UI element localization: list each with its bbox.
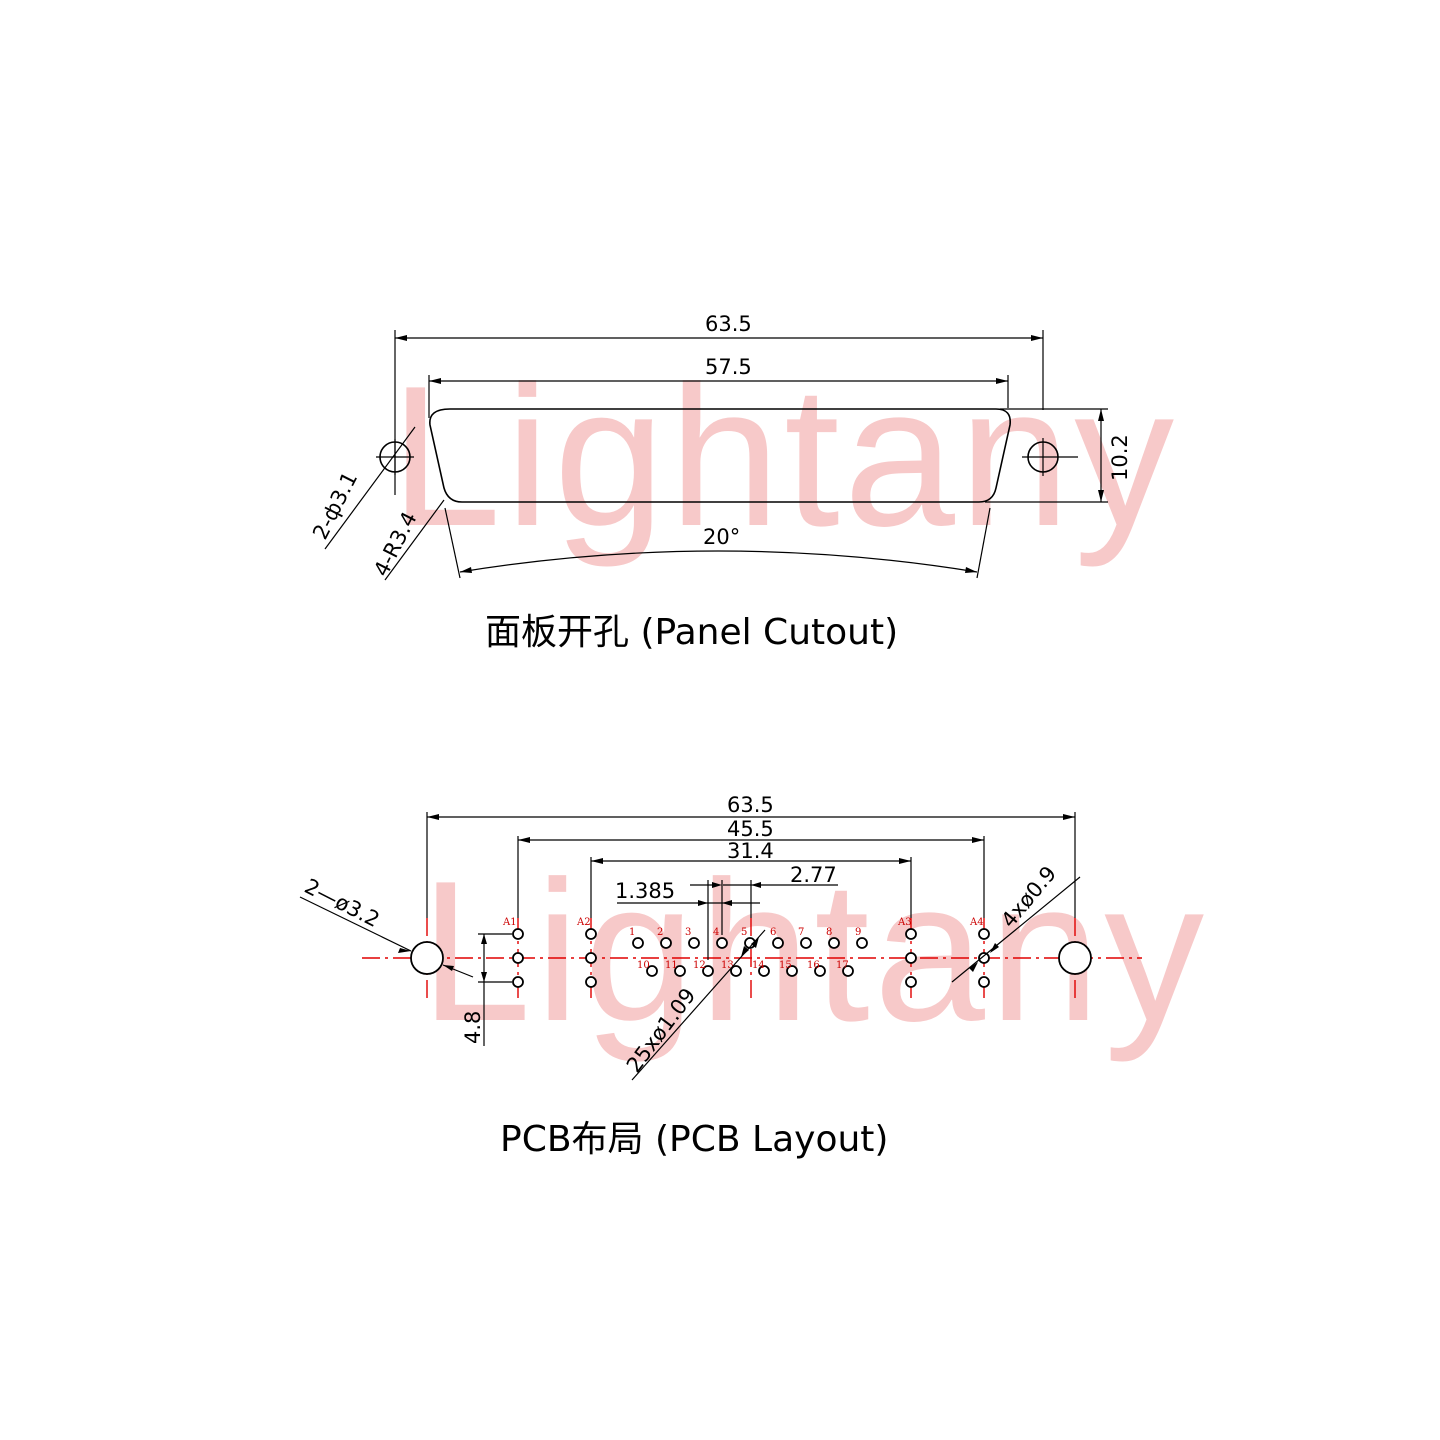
pin-16	[814, 965, 826, 977]
signal-pins-bottom-row	[646, 965, 854, 977]
panel-hole-callout: 2-ф3.1	[308, 468, 362, 543]
pin-13	[730, 965, 742, 977]
pcb-inner-width-label: 31.4	[727, 839, 774, 863]
pin-label-5: 5	[741, 927, 747, 938]
shield-hole-group-a4	[978, 928, 990, 988]
shield-label-a2: A2	[576, 917, 591, 928]
pin-2	[660, 937, 672, 949]
pcb-offset-label: 1.385	[615, 879, 675, 903]
pin-label-14: 14	[752, 960, 765, 971]
shield-hole-group-a1	[512, 928, 524, 988]
pin-label-16: 16	[807, 960, 820, 971]
pcb-mount-hole-left	[410, 941, 444, 975]
pin-label-6: 6	[770, 927, 776, 938]
pin-label-7: 7	[798, 927, 804, 938]
pin-label-12: 12	[693, 960, 706, 971]
pin-label-13: 13	[721, 960, 734, 971]
pcb-mid-width-label: 45.5	[727, 817, 774, 841]
pin-label-2: 2	[657, 927, 663, 938]
pin-8	[828, 937, 840, 949]
pin-label-11: 11	[665, 960, 678, 971]
pin-14	[758, 965, 770, 977]
pcb-mount-hole-right	[1058, 941, 1092, 975]
pin-12	[702, 965, 714, 977]
shield-label-a1: A1	[502, 917, 517, 928]
shield-label-a4: A4	[969, 917, 984, 928]
pin-label-10: 10	[637, 960, 650, 971]
pin-3	[688, 937, 700, 949]
pin-11	[674, 965, 686, 977]
pcb-layout-title: PCB布局 (PCB Layout)	[500, 1119, 888, 1160]
pin-label-1: 1	[629, 927, 635, 938]
panel-angle-arc	[459, 550, 978, 573]
panel-cutout-title: 面板开孔 (Panel Cutout)	[485, 612, 898, 653]
pin-15	[786, 965, 798, 977]
panel-d-cutout-outline	[429, 408, 1012, 503]
signal-pins-top-row	[632, 937, 868, 949]
pin-6	[772, 937, 784, 949]
shield-hole-group-a3	[905, 928, 917, 988]
shield-label-a3: A3	[897, 917, 912, 928]
pin-10	[646, 965, 658, 977]
pin-label-15: 15	[779, 960, 792, 971]
pcb-overall-width-label: 63.5	[727, 793, 774, 817]
pin-label-4: 4	[713, 927, 719, 938]
shield-hole-group-a2	[585, 928, 597, 988]
pcb-pitch-label: 2.77	[790, 863, 837, 887]
pin-7	[800, 937, 812, 949]
panel-overall-width-label: 63.5	[705, 312, 752, 336]
pin-17	[842, 965, 854, 977]
pin-label-17: 17	[836, 960, 849, 971]
pin-label-8: 8	[826, 927, 832, 938]
pin-label-3: 3	[685, 927, 691, 938]
pin-1	[632, 937, 644, 949]
pin-9	[856, 937, 868, 949]
pcb-row-label: 4.8	[461, 1011, 485, 1044]
pin-label-9: 9	[855, 927, 861, 938]
panel-height-label: 10.2	[1108, 434, 1132, 481]
pin-4	[716, 937, 728, 949]
panel-inner-width-label: 57.5	[705, 355, 752, 379]
panel-angle-label: 20°	[703, 525, 740, 549]
